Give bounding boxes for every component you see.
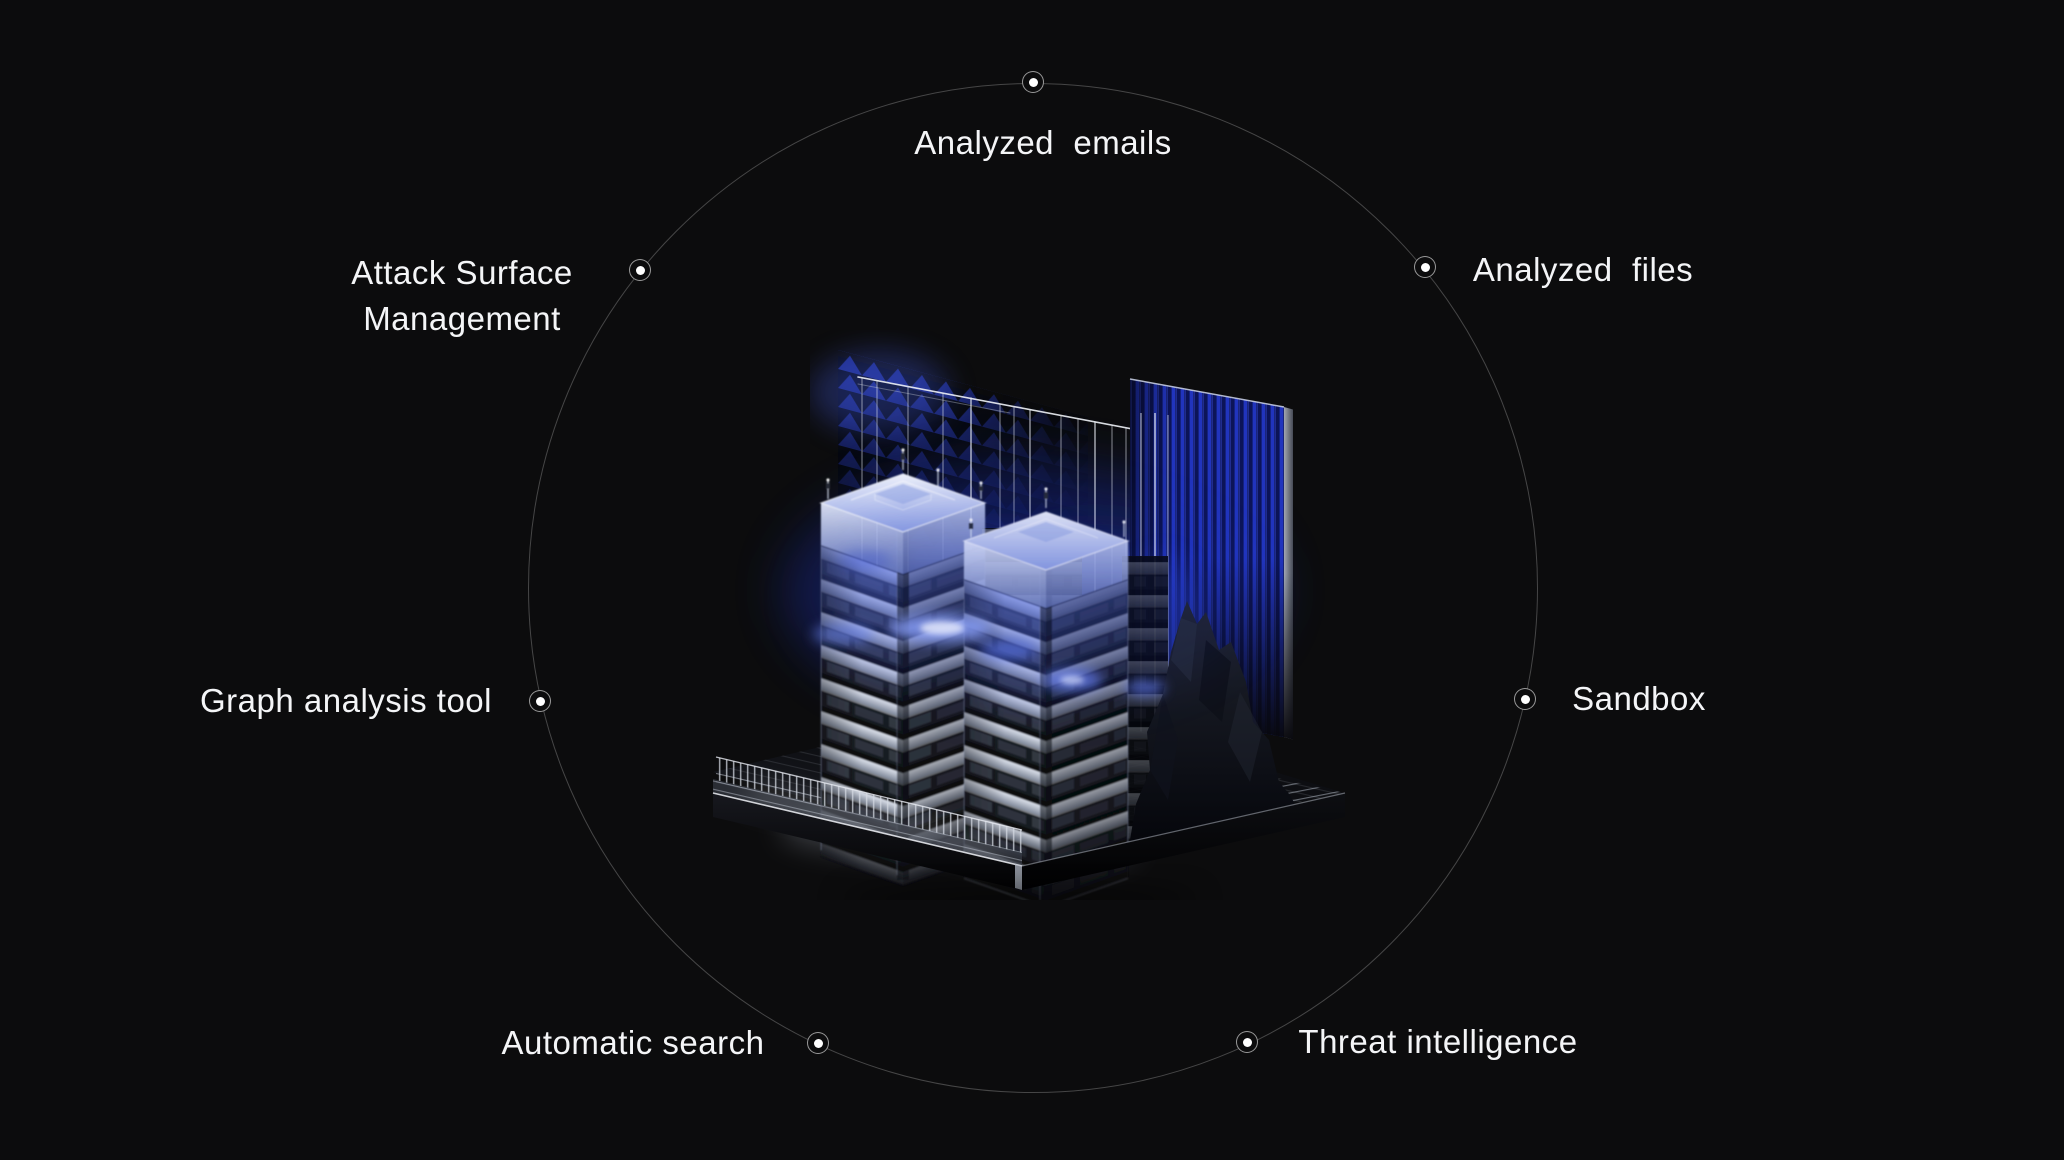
node-dot-analyzed-emails <box>1022 71 1044 93</box>
node-dot-automatic-search <box>807 1032 829 1054</box>
label-threat-intelligence: Threat intelligence <box>1298 1022 1578 1060</box>
dot-core <box>535 696 545 706</box>
node-dot-attack-surface-management <box>629 259 651 281</box>
dot-core <box>1028 77 1038 87</box>
illustration-3d-datacenter <box>712 350 1346 900</box>
dot-core <box>813 1038 823 1048</box>
dot-core <box>1520 694 1530 704</box>
label-graph-analysis-tool: Graph analysis tool <box>200 681 492 719</box>
platform-front <box>712 756 1346 900</box>
node-dot-analyzed-files <box>1414 256 1436 278</box>
label-analyzed-files: Analyzed files <box>1472 250 1694 288</box>
fence <box>716 757 1022 853</box>
label-analyzed-emails: Analyzed emails <box>914 123 1172 161</box>
node-dot-threat-intelligence <box>1236 1031 1258 1053</box>
label-automatic-search: Automatic search <box>501 1023 765 1061</box>
label-attack-surface-management: Attack Surface Management <box>351 253 583 337</box>
label-sandbox: Sandbox <box>1572 679 1706 717</box>
node-dot-graph-analysis-tool <box>529 690 551 712</box>
dot-core <box>1420 262 1430 272</box>
node-dot-sandbox <box>1514 688 1536 710</box>
dot-core <box>1242 1037 1252 1047</box>
glow-effects <box>800 490 1260 710</box>
dot-core <box>635 265 645 275</box>
